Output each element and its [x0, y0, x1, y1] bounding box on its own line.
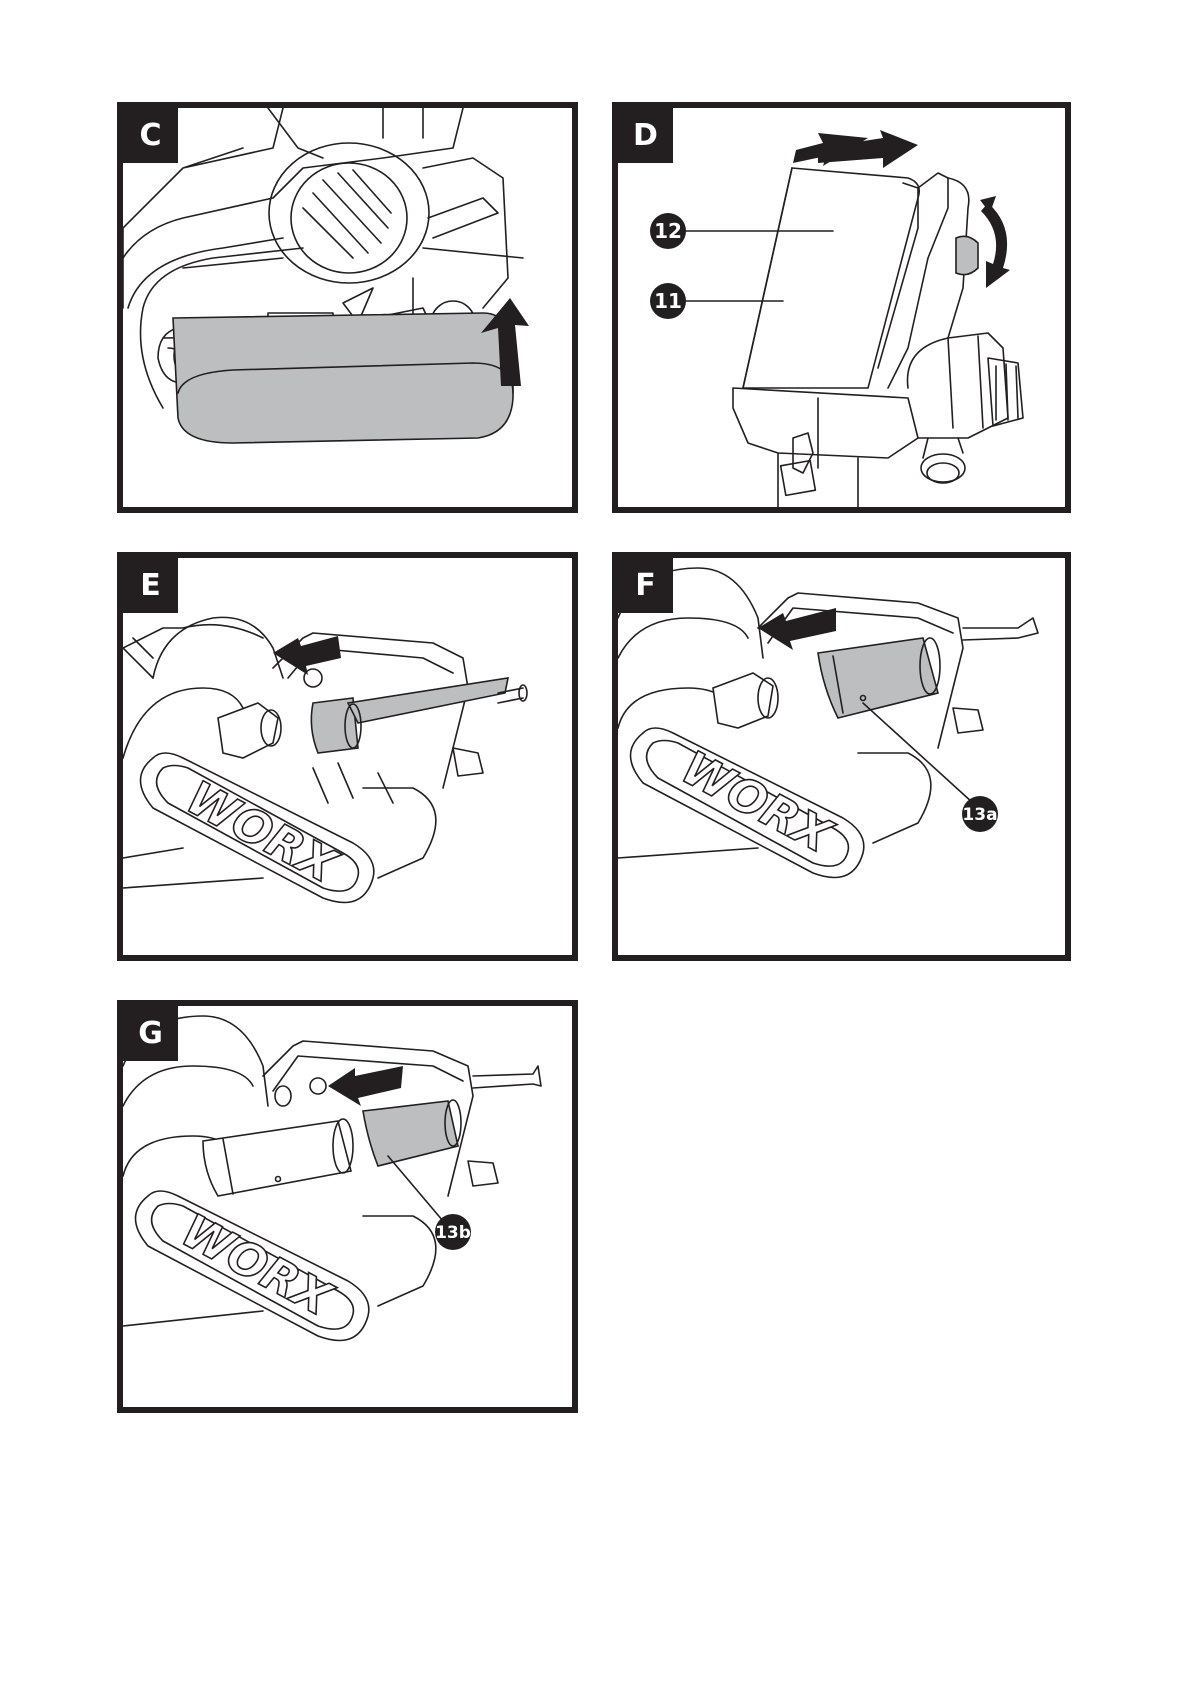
- callout-13b: 13b: [435, 1214, 471, 1250]
- dust-adapter-g-illustration: WORX 13b: [123, 1006, 572, 1407]
- figure-panel-g: G WORX 13b: [117, 1000, 578, 1413]
- arrow-left-icon: [328, 1066, 403, 1106]
- callout-11: 11: [650, 283, 686, 319]
- belt-sander-bottom-illustration: [123, 108, 572, 507]
- belt-tracking-illustration: 12 11: [618, 108, 1065, 507]
- panel-label: G: [123, 1006, 178, 1061]
- callout-12: 12: [650, 213, 686, 249]
- figure-panel-f: F WORX 13a: [612, 552, 1071, 961]
- figure-panel-e: E WORX: [117, 552, 578, 961]
- brand-logo-text: WORX: [673, 740, 843, 864]
- callout-number: 11: [654, 289, 682, 313]
- dust-adapter-f-illustration: WORX 13a: [618, 558, 1065, 955]
- panel-label: D: [618, 108, 673, 163]
- figure-panel-d: D 12: [612, 102, 1071, 513]
- arrow-left-icon: [273, 636, 341, 675]
- callout-number: 13a: [962, 805, 997, 825]
- callout-number: 13b: [435, 1223, 471, 1243]
- brand-logo-text: WORX: [173, 1203, 343, 1327]
- panel-label: C: [123, 108, 178, 163]
- arrow-left-icon: [758, 608, 836, 650]
- figure-panel-c: C: [117, 102, 578, 513]
- panel-label: E: [123, 558, 178, 613]
- callout-13a: 13a: [962, 796, 998, 832]
- rotate-arrow-icon: [981, 203, 1010, 288]
- dust-adapter-e-illustration: WORX: [123, 558, 572, 955]
- panel-label: F: [618, 558, 673, 613]
- callout-number: 12: [654, 219, 682, 243]
